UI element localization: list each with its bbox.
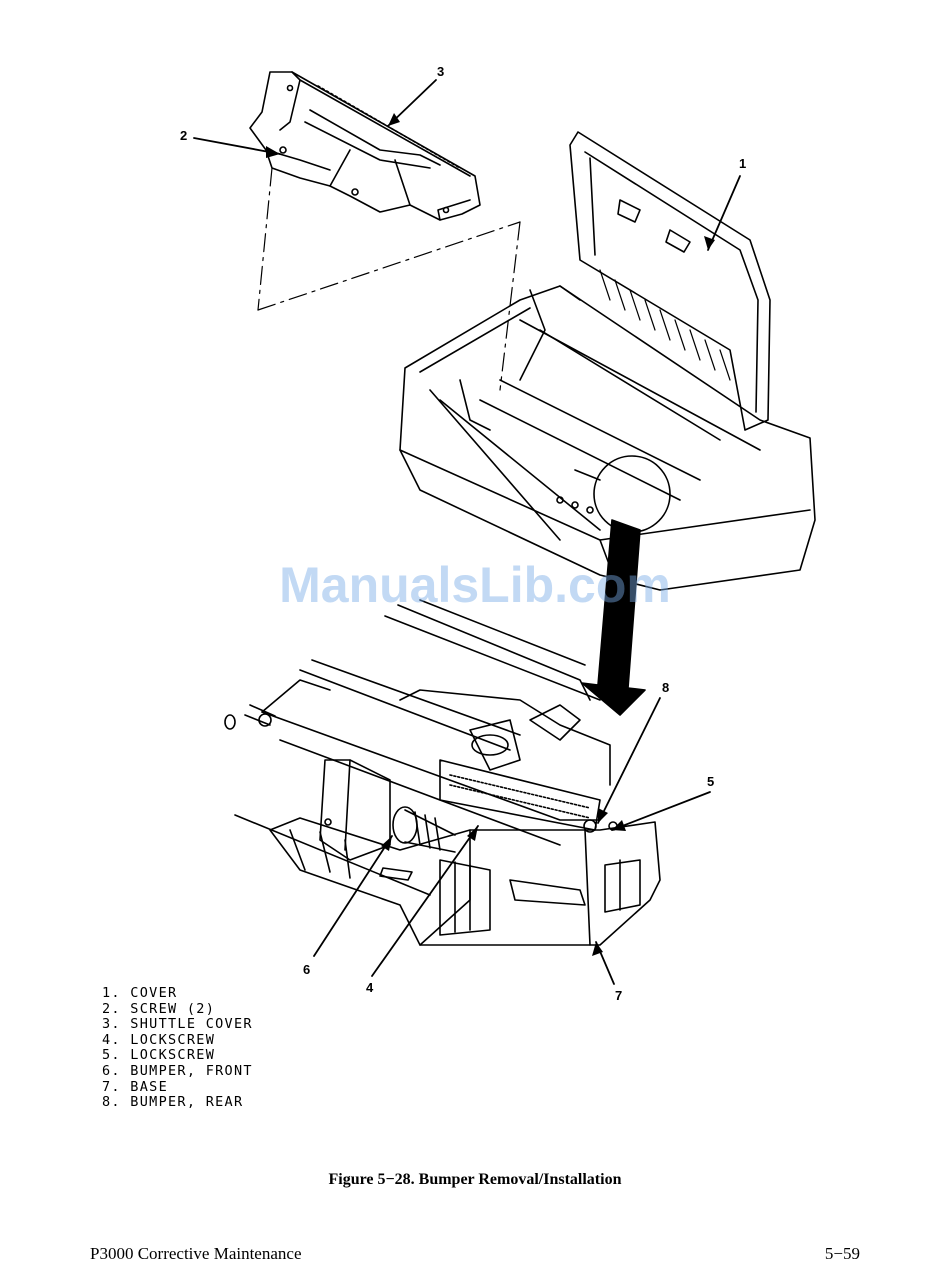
shuttle-cover-drawing [250, 72, 480, 220]
callout-1: 1 [739, 156, 746, 171]
callout-6: 6 [303, 962, 310, 977]
legend-item: 2. SCREW (2) [102, 1002, 253, 1018]
printer-drawing [400, 132, 815, 590]
figure-caption: Figure 5−28. Bumper Removal/Installation [0, 1171, 950, 1189]
callout-8: 8 [662, 680, 669, 695]
callout-3: 3 [437, 64, 444, 79]
technical-illustration: 1 2 3 4 5 6 7 8 [0, 0, 950, 1000]
callout-5: 5 [707, 774, 714, 789]
callout-4: 4 [366, 980, 374, 995]
parts-legend: 1. COVER 2. SCREW (2) 3. SHUTTLE COVER 4… [102, 986, 253, 1111]
legend-item: 4. LOCKSCREW [102, 1033, 253, 1049]
page-number: 5−59 [825, 1244, 860, 1264]
callout-7: 7 [615, 988, 622, 1000]
callout-2: 2 [180, 128, 187, 143]
watermark: ManualsLib.com [0, 556, 950, 614]
footer-title: P3000 Corrective Maintenance [90, 1244, 302, 1264]
legend-item: 8. BUMPER, REAR [102, 1095, 253, 1111]
legend-item: 5. LOCKSCREW [102, 1048, 253, 1064]
legend-item: 1. COVER [102, 986, 253, 1002]
detail-arrow [582, 520, 645, 715]
projection-lines [258, 168, 520, 390]
legend-item: 6. BUMPER, FRONT [102, 1064, 253, 1080]
legend-item: 7. BASE [102, 1080, 253, 1096]
legend-item: 3. SHUTTLE COVER [102, 1017, 253, 1033]
shuttle-assembly-drawing [225, 600, 660, 945]
